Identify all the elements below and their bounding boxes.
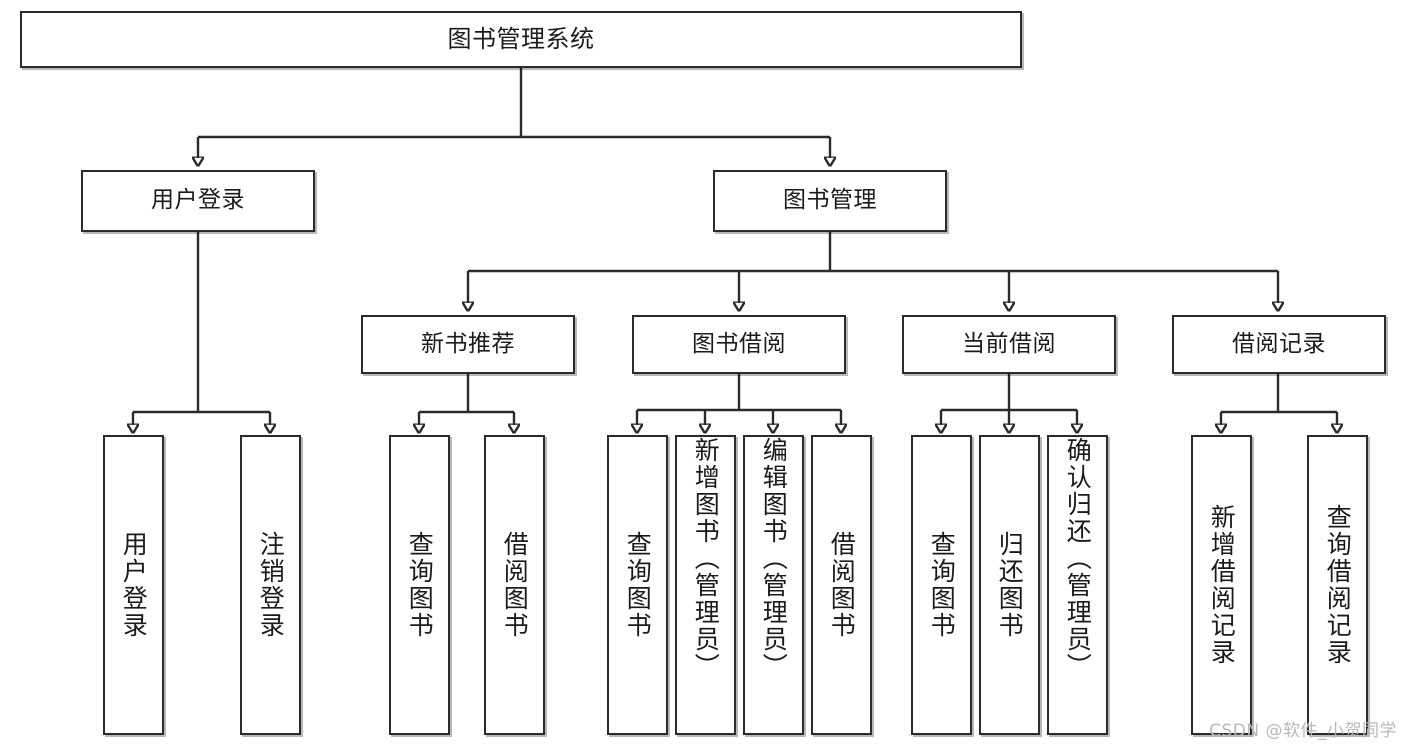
leaf-borrow-record-query-record[interactable]: 查询借阅记录 <box>1307 435 1368 735</box>
node-label: 查询借阅记录 <box>1323 504 1353 666</box>
leaf-book-borrow-query-book[interactable]: 查询图书 <box>607 435 668 735</box>
leaf-book-borrow-borrow-book[interactable]: 借阅图书 <box>811 435 872 735</box>
node-label: 图书管理 <box>783 187 877 214</box>
leaf-new-book-query-book[interactable]: 查询图书 <box>389 435 450 735</box>
node-label: 当前借阅 <box>962 330 1056 357</box>
node-book-borrow[interactable]: 图书借阅 <box>632 315 846 374</box>
node-label: 借阅记录 <box>1232 330 1326 357</box>
leaf-book-borrow-add-book-admin[interactable]: 新增图书（管理员） <box>675 435 736 735</box>
node-label: 编辑图书（管理员） <box>759 437 789 680</box>
leaf-borrow-record-add-record[interactable]: 新增借阅记录 <box>1191 435 1252 735</box>
leaf-user-login-login[interactable]: 用户登录 <box>103 435 164 735</box>
leaf-current-borrow-query-book[interactable]: 查询图书 <box>911 435 972 735</box>
node-current-borrow[interactable]: 当前借阅 <box>902 315 1116 374</box>
node-label: 图书借阅 <box>692 330 786 357</box>
node-label: 图书管理系统 <box>447 25 595 54</box>
node-label: 查询图书 <box>623 531 653 639</box>
node-user-login[interactable]: 用户登录 <box>81 170 315 232</box>
leaf-user-login-logout[interactable]: 注销登录 <box>240 435 301 735</box>
csdn-watermark: CSDN @软件_小贺同学 <box>1209 721 1397 741</box>
leaf-current-borrow-return-book[interactable]: 归还图书 <box>979 435 1040 735</box>
node-label: 查询图书 <box>405 531 435 639</box>
leaf-book-borrow-edit-book-admin[interactable]: 编辑图书（管理员） <box>743 435 804 735</box>
node-label: 注销登录 <box>256 531 286 639</box>
node-book-management[interactable]: 图书管理 <box>713 170 947 232</box>
leaf-new-book-borrow-book[interactable]: 借阅图书 <box>484 435 545 735</box>
node-label: 确认归还（管理员） <box>1063 437 1093 680</box>
node-label: 用户登录 <box>151 187 245 214</box>
leaf-current-borrow-confirm-return-admin[interactable]: 确认归还（管理员） <box>1047 435 1108 735</box>
node-borrow-record[interactable]: 借阅记录 <box>1172 315 1386 374</box>
node-root-book-management-system[interactable]: 图书管理系统 <box>20 11 1022 68</box>
node-label: 借阅图书 <box>827 531 857 639</box>
node-label: 归还图书 <box>995 531 1025 639</box>
node-label: 新书推荐 <box>421 330 515 357</box>
node-label: 新增借阅记录 <box>1207 504 1237 666</box>
node-label: 查询图书 <box>927 531 957 639</box>
node-label: 借阅图书 <box>500 531 530 639</box>
node-label: 新增图书（管理员） <box>691 437 721 680</box>
node-label: 用户登录 <box>119 531 149 639</box>
node-new-book-recommend[interactable]: 新书推荐 <box>361 315 575 374</box>
